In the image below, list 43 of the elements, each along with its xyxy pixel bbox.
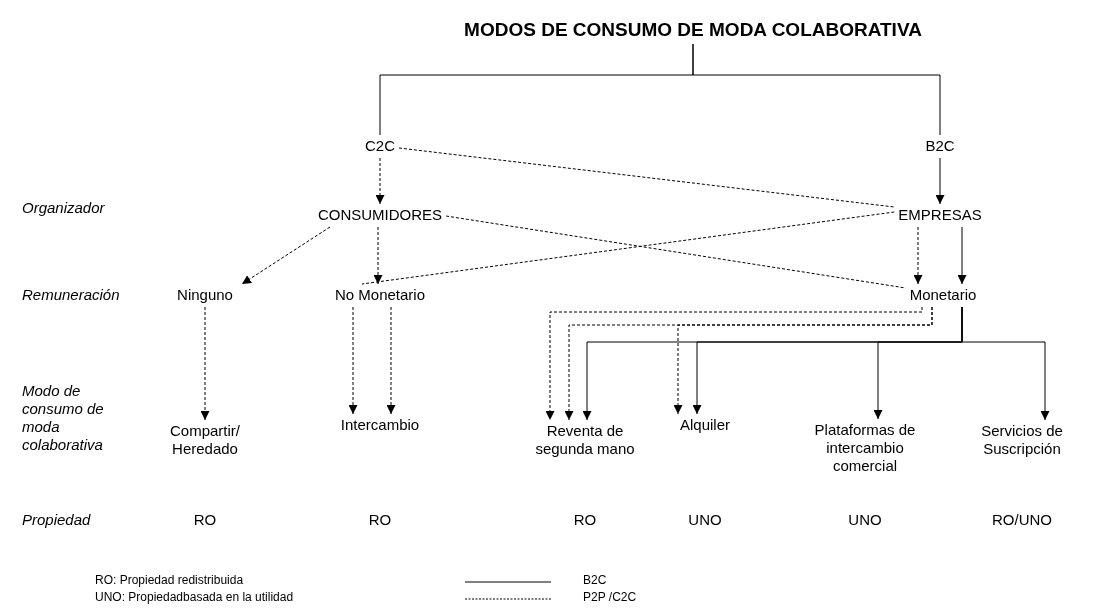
arrow	[241, 226, 331, 285]
row-label: Propiedad	[22, 511, 91, 529]
row-label: Modo de consumo de moda colaborativa	[22, 382, 105, 454]
legend-label: P2P /C2C	[583, 590, 637, 605]
ownership-label: RO	[193, 511, 217, 529]
ownership-label: RO/UNO	[992, 511, 1052, 529]
connector-line	[692, 43, 941, 136]
legend-label: B2C	[583, 573, 607, 588]
arrow	[961, 306, 1050, 421]
node-label: Compartir/ Heredado	[155, 422, 255, 458]
note-text: RO: Propiedad redistribuida	[95, 573, 244, 588]
arrow	[957, 226, 967, 285]
node-label: EMPRESAS	[898, 206, 982, 224]
note-text: UNO: Propiedadbasada en la utilidad	[95, 590, 294, 605]
ownership-label: UNO	[848, 511, 882, 529]
node-label: Servicios de Suscripción	[972, 422, 1072, 458]
ownership-label: RO	[368, 511, 392, 529]
node-label: CONSUMIDORES	[317, 206, 443, 224]
row-label: Organizador	[22, 199, 105, 217]
connector-line	[361, 211, 895, 285]
node-label: No Monetario	[335, 286, 425, 304]
node-label: Intercambio	[340, 416, 420, 434]
connector-line	[445, 215, 907, 289]
diagram-title: MODOS DE CONSUMO DE MODA COLABORATIVA	[464, 19, 922, 41]
arrow	[200, 306, 210, 421]
arrow	[673, 306, 933, 415]
node-label: Ninguno	[177, 286, 233, 304]
node-label: C2C	[365, 137, 395, 155]
ownership-label: RO	[573, 511, 597, 529]
arrow	[373, 226, 383, 285]
arrow	[386, 306, 396, 415]
row-label: Remuneración	[22, 286, 120, 304]
connector-line	[398, 147, 895, 208]
arrow	[935, 157, 945, 205]
node-label: Alquiler	[680, 416, 730, 434]
node-label: Monetario	[909, 286, 977, 304]
arrow	[375, 157, 385, 205]
arrow	[348, 306, 358, 415]
arrow	[913, 226, 923, 285]
node-label: Plataformas de intercambio comercial	[805, 421, 925, 475]
ownership-label: UNO	[688, 511, 722, 529]
node-label: Reventa de segunda mano	[530, 422, 640, 458]
node-label: B2C	[925, 137, 955, 155]
